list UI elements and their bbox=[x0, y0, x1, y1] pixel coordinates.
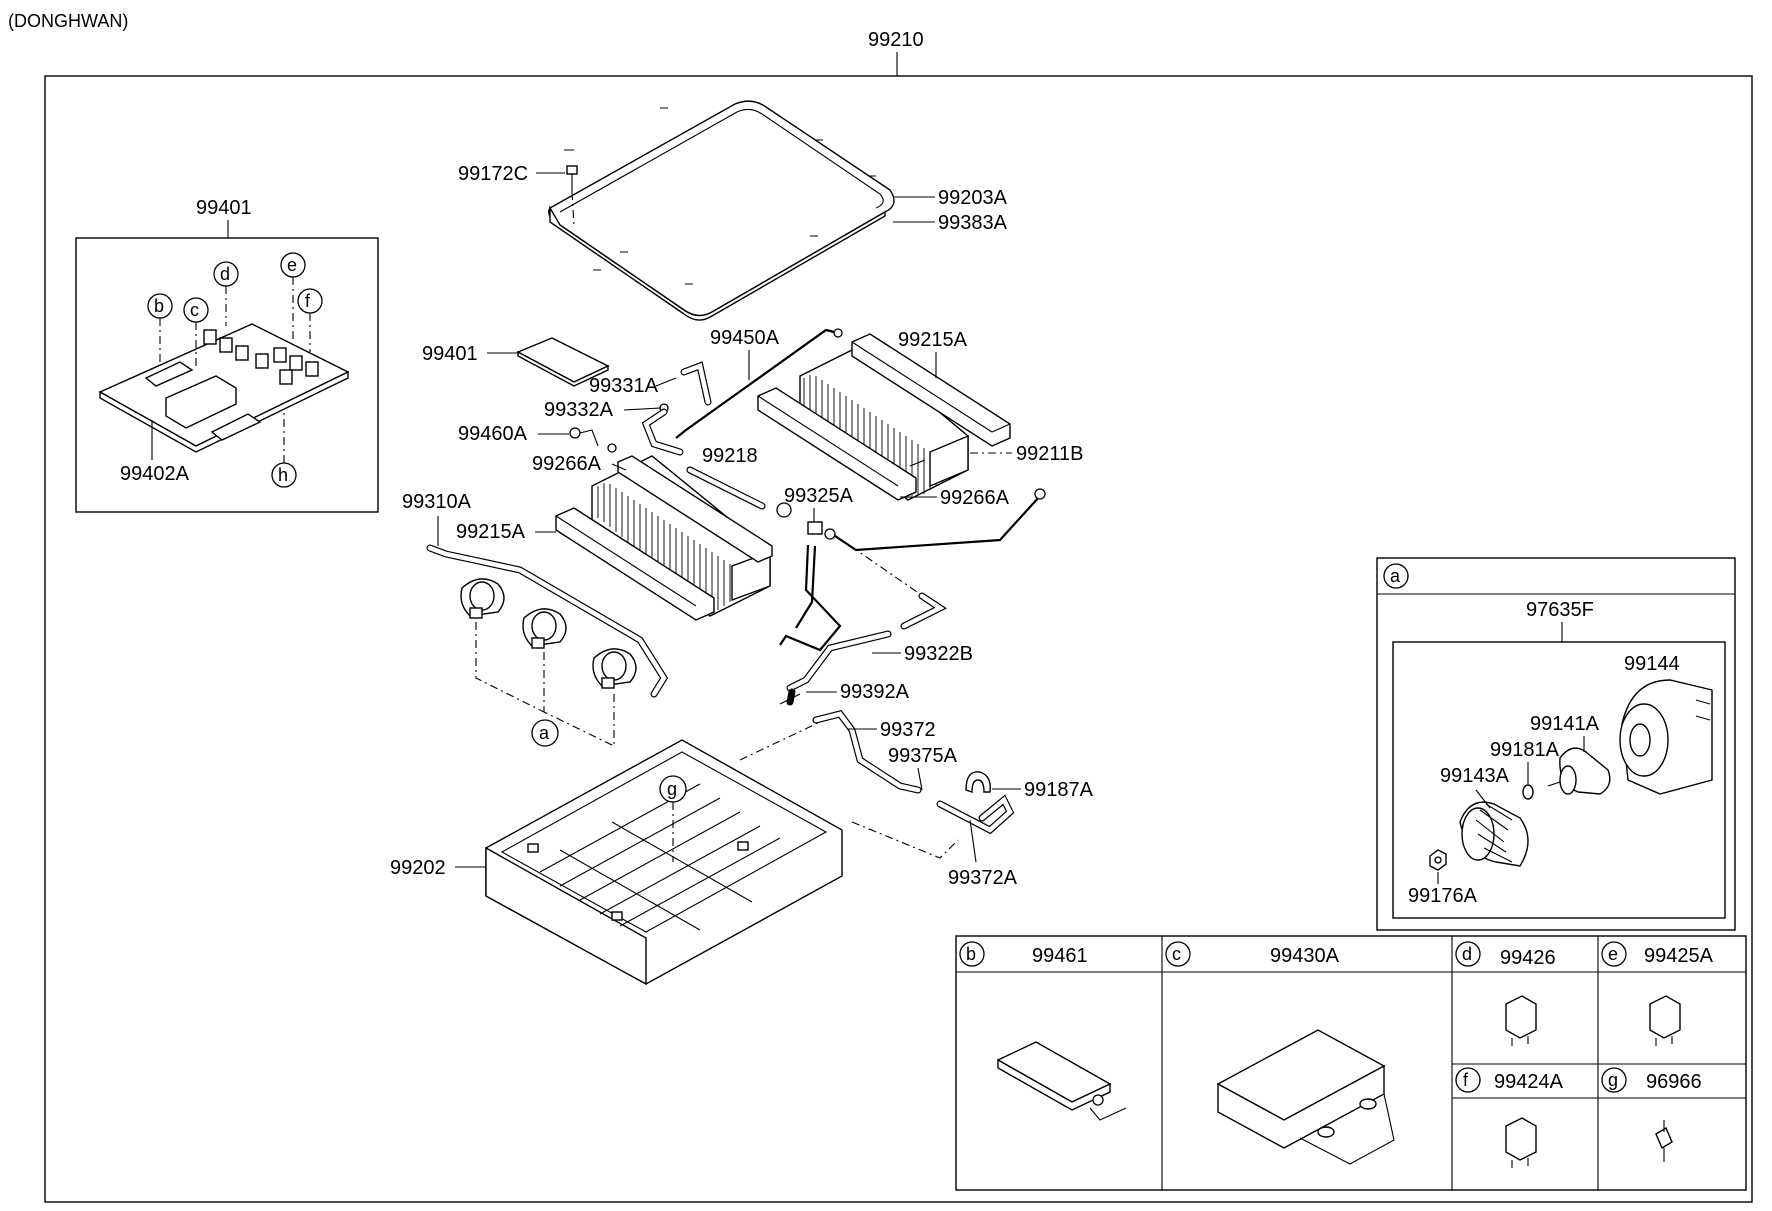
resistor-99461[interactable] bbox=[996, 1041, 1127, 1121]
table-part-99425A: 99425A bbox=[1644, 945, 1714, 967]
callout-99372: 99372 bbox=[880, 719, 936, 741]
board-markers: b c d e f h bbox=[147, 252, 323, 488]
blower-motor-99144[interactable] bbox=[1619, 679, 1713, 795]
callout-99266A-left: 99266A bbox=[532, 453, 602, 475]
terminal-96966[interactable] bbox=[1655, 1120, 1673, 1162]
table-part-96966: 96966 bbox=[1646, 1071, 1702, 1093]
table-part-99430A: 99430A bbox=[1270, 945, 1340, 967]
drain-99392A[interactable] bbox=[779, 688, 801, 706]
callout-99187A: 99187A bbox=[1024, 779, 1094, 801]
blower-1[interactable] bbox=[460, 578, 505, 619]
callout-99176A: 99176A bbox=[1408, 885, 1478, 907]
hose-99372A[interactable] bbox=[936, 794, 1015, 835]
screw-99172C[interactable] bbox=[566, 165, 578, 192]
blower-3[interactable] bbox=[592, 648, 637, 689]
table-marker-b: b bbox=[966, 944, 976, 964]
assembly-number: 99210 bbox=[868, 29, 924, 51]
table-part-99461: 99461 bbox=[1032, 945, 1088, 967]
module-99430A[interactable] bbox=[1216, 1029, 1395, 1165]
top-cover[interactable] bbox=[548, 100, 895, 321]
control-board[interactable] bbox=[98, 323, 350, 453]
relay-99425A[interactable] bbox=[1649, 995, 1681, 1046]
valve-99325A[interactable] bbox=[776, 502, 836, 540]
callout-99383A: 99383A bbox=[938, 212, 1008, 234]
clip-99187A[interactable] bbox=[965, 771, 991, 793]
detail-a-kit: 97635F bbox=[1526, 599, 1594, 621]
callout-99203A: 99203A bbox=[938, 187, 1008, 209]
marker-h: h bbox=[278, 465, 288, 485]
impeller-99143A[interactable] bbox=[1459, 801, 1529, 867]
callout-99325A: 99325A bbox=[784, 485, 854, 507]
callout-99215A-top: 99215A bbox=[898, 329, 968, 351]
fitting-99332A[interactable] bbox=[641, 403, 684, 456]
bracket-99215A-top[interactable] bbox=[851, 333, 1011, 447]
callout-99450A: 99450A bbox=[710, 327, 780, 349]
washer-99181A[interactable] bbox=[1522, 784, 1534, 800]
callout-99215A-left: 99215A bbox=[456, 521, 526, 543]
callout-99460A: 99460A bbox=[458, 423, 528, 445]
table-part-99424A: 99424A bbox=[1494, 1071, 1564, 1093]
assembly-frame bbox=[44, 75, 1753, 1203]
marker-f: f bbox=[305, 291, 311, 311]
callout-99266A-right: 99266A bbox=[940, 487, 1010, 509]
callout-99332A: 99332A bbox=[544, 399, 614, 421]
table-marker-e: e bbox=[1608, 944, 1618, 964]
callout-99218: 99218 bbox=[702, 445, 758, 467]
control-board-box bbox=[75, 237, 379, 513]
connector-99331A[interactable] bbox=[680, 361, 712, 406]
bracket-99266A-right[interactable] bbox=[757, 387, 917, 501]
hose-99322B[interactable] bbox=[786, 592, 947, 692]
table-marker-c: c bbox=[1172, 944, 1181, 964]
blower-2[interactable] bbox=[522, 608, 567, 649]
relay-99424A[interactable] bbox=[1505, 1117, 1537, 1168]
hose-99372[interactable] bbox=[812, 710, 922, 794]
nut-99176A[interactable] bbox=[1429, 849, 1447, 871]
heat-exchanger-left[interactable] bbox=[591, 455, 771, 617]
motor-99141A[interactable] bbox=[1547, 747, 1611, 795]
pipe-99218[interactable] bbox=[686, 466, 766, 510]
hose-99310A[interactable] bbox=[426, 544, 669, 698]
relay-99426[interactable] bbox=[1505, 995, 1537, 1046]
marker-d: d bbox=[220, 264, 230, 284]
callout-99143A: 99143A bbox=[1440, 765, 1510, 787]
callout-99372A: 99372A bbox=[948, 867, 1018, 889]
callout-99375A: 99375A bbox=[888, 745, 958, 767]
marker-g: g bbox=[667, 779, 677, 799]
callout-99322B: 99322B bbox=[904, 643, 973, 665]
marker-c: c bbox=[190, 300, 199, 320]
callout-99401-group: 99401 bbox=[196, 197, 252, 219]
callout-99401: 99401 bbox=[422, 343, 478, 365]
bracket-99215A-left[interactable] bbox=[555, 507, 715, 621]
detail-a-marker: a bbox=[1390, 566, 1401, 586]
callout-99392A: 99392A bbox=[840, 681, 910, 703]
detail-table: b 99461 c 99430A d 99426 e 99425A f 9942… bbox=[955, 935, 1747, 1191]
callout-99310A: 99310A bbox=[402, 491, 472, 513]
marker-a-fans: a bbox=[539, 723, 550, 743]
variant-label: (DONGHWAN) bbox=[8, 11, 128, 31]
bracket-99266A-left[interactable] bbox=[617, 455, 773, 563]
callout-99202: 99202 bbox=[390, 857, 446, 879]
callout-99402A: 99402A bbox=[120, 463, 190, 485]
table-marker-g: g bbox=[1608, 1070, 1618, 1090]
callout-99172C: 99172C bbox=[458, 163, 528, 185]
table-part-99426: 99426 bbox=[1500, 947, 1556, 969]
cover-plate-99401[interactable] bbox=[516, 337, 610, 387]
marker-e: e bbox=[287, 255, 297, 275]
callout-99211B: 99211B bbox=[1016, 443, 1083, 465]
marker-b: b bbox=[154, 296, 164, 316]
callout-99144: 99144 bbox=[1624, 653, 1680, 675]
sensor-99460A[interactable] bbox=[569, 427, 617, 453]
callout-99331A: 99331A bbox=[589, 375, 659, 397]
detail-a-box: a 97635F bbox=[1376, 557, 1736, 931]
table-marker-d: d bbox=[1462, 944, 1472, 964]
callout-99181A: 99181A bbox=[1490, 739, 1560, 761]
table-marker-f: f bbox=[1463, 1070, 1469, 1090]
callout-99141A: 99141A bbox=[1530, 713, 1600, 735]
base-tray-99202[interactable] bbox=[485, 739, 843, 986]
